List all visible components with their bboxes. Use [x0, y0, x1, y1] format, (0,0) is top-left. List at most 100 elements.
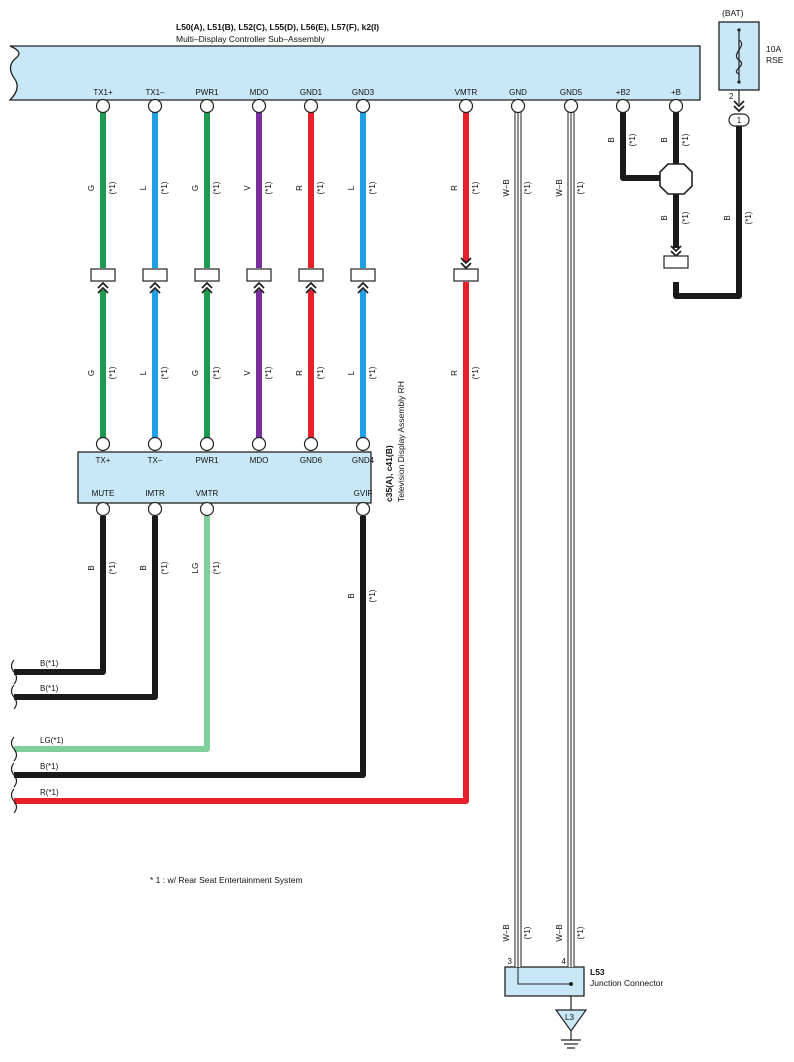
- chevron-up-icon-2: [201, 281, 213, 294]
- tv-bottom-pin-label-1: IMTR: [145, 489, 165, 498]
- wire-tag-lower-2-color: G: [191, 370, 200, 376]
- top-pin-label-3: MDO: [250, 88, 269, 97]
- wire-break-icon-4: [10, 788, 18, 814]
- tv-component-name: Television Display Assembly RH: [396, 381, 406, 502]
- wire-tag-gnd5-upper-note: (*1): [576, 181, 585, 194]
- top-pin-label-6: VMTR: [455, 88, 478, 97]
- television-display-box: [77, 451, 372, 504]
- exit-wire-label-0: B(*1): [40, 659, 59, 668]
- junction-connector-box: [504, 966, 585, 997]
- tv-bottom-pin-label-3: GVIF: [354, 489, 373, 498]
- wire-tag-gnd-lower-color: W–B: [502, 924, 511, 941]
- wire-tag-tv-out-1-color: B: [139, 565, 148, 570]
- fuse-icon: [735, 28, 743, 84]
- tv-top-pin-label-3: MDO: [250, 456, 269, 465]
- wire-tag-tv-out-0-color: B: [87, 565, 96, 570]
- wire-tag-lower-2-note: (*1): [212, 366, 221, 379]
- splice-junction-icon: [659, 163, 693, 195]
- wire-tag-tv-out-3-color: B: [347, 593, 356, 598]
- wire-tag-upper-1-color: L: [139, 185, 148, 190]
- wire-tag-upper-3-color: V: [243, 185, 252, 191]
- wire-vmtr-lower: [14, 282, 469, 804]
- wire-tv-out-3: [14, 516, 366, 778]
- tv-bottom-pin-label-2: VMTR: [196, 489, 219, 498]
- wire-tag-plus-b-lower-color: B: [660, 215, 669, 220]
- wire-tag-tv-out-1-note: (*1): [160, 561, 169, 574]
- fuse-rating: 10A: [766, 44, 781, 54]
- tv-top-pin-label-2: PWR1: [195, 456, 219, 465]
- splice-pin-number: 1: [737, 116, 742, 125]
- wire-tv-out-0: [14, 516, 106, 675]
- chevron-up-icon-4: [305, 281, 317, 294]
- footnote: * 1 : w/ Rear Seat Entertainment System: [150, 875, 303, 885]
- top-pin-label-8: GND5: [560, 88, 583, 97]
- top-component-codes: L50(A), L51(B), L52(C), L55(D), L56(E), …: [176, 22, 379, 32]
- wire-tag-gnd5-lower-note: (*1): [576, 926, 585, 939]
- wire-tag-upper-4-note: (*1): [316, 181, 325, 194]
- inline-conn-1-box: [142, 268, 168, 282]
- chevron-down-icon-fl1: [460, 257, 472, 270]
- top-component-name: Multi–Display Controller Sub–Assembly: [176, 34, 326, 44]
- wire-tag-plus-b2-note: (*1): [628, 133, 637, 146]
- junction-name: Junction Connector: [590, 978, 663, 988]
- top-pin-10-circle: [668, 98, 684, 114]
- wire-tag-lower-0-note: (*1): [108, 366, 117, 379]
- wire-tag-fuse-feed-color: B: [723, 215, 732, 220]
- inline-conn-2-box: [194, 268, 220, 282]
- top-pin-4-circle: [303, 98, 319, 114]
- tv-top-pin-5-circle: [355, 436, 371, 452]
- wire-tag-upper-0-note: (*1): [108, 181, 117, 194]
- inline-conn-3-box: [246, 268, 272, 282]
- tv-top-pin-0-circle: [95, 436, 111, 452]
- wire-tv-out-2: [14, 516, 210, 752]
- inline-conn-4-box: [298, 268, 324, 282]
- fuse-source-label: (BAT): [722, 8, 744, 18]
- top-pin-8-circle: [563, 98, 579, 114]
- tv-top-pin-2-circle: [199, 436, 215, 452]
- wire-tag-upper-0-color: G: [87, 185, 96, 191]
- wire-tag-lower-4-color: R: [295, 370, 304, 376]
- wire-tag-plus-b-lower-note: (*1): [681, 211, 690, 224]
- inline-conn-0-box: [90, 268, 116, 282]
- junction-internal-bus: [517, 967, 571, 985]
- top-pin-0-circle: [95, 98, 111, 114]
- wire-tag-vmtr-upper-note: (*1): [471, 181, 480, 194]
- top-pin-5-circle: [355, 98, 371, 114]
- wire-tv-out-1: [14, 516, 158, 700]
- inline-conn-6-box: [453, 268, 479, 282]
- top-pin-3-circle: [251, 98, 267, 114]
- splice-pin-box: [728, 113, 750, 127]
- top-pin-label-1: TX1–: [145, 88, 165, 97]
- wire-tag-lower-3-note: (*1): [264, 366, 273, 379]
- chevron-up-icon-3: [253, 281, 265, 294]
- top-pin-6-circle: [458, 98, 474, 114]
- fuse-pin-number: 2: [729, 92, 734, 101]
- junction-pin-3: 3: [508, 957, 513, 966]
- wire-tag-upper-3-note: (*1): [264, 181, 273, 194]
- wire-tag-lower-1-color: L: [139, 370, 148, 375]
- exit-wire-label-3: B(*1): [40, 762, 59, 771]
- ground-triangle-icon: [554, 1009, 588, 1033]
- wire-tag-tv-out-2-color: LG: [191, 563, 200, 574]
- top-pin-label-5: GND3: [352, 88, 375, 97]
- junction-pin-4: 4: [562, 957, 567, 966]
- wire-tag-plus-b2-color: B: [607, 137, 616, 142]
- tv-bottom-pin-1-circle: [147, 501, 163, 517]
- top-pin-label-7: GND: [509, 88, 527, 97]
- top-pin-1-circle: [147, 98, 163, 114]
- tv-top-pin-1-circle: [147, 436, 163, 452]
- top-pin-2-circle: [199, 98, 215, 114]
- tv-top-pin-label-4: GND6: [300, 456, 323, 465]
- wire-tag-lower-5-color: L: [347, 370, 356, 375]
- top-pin-label-10: +B: [671, 88, 681, 97]
- wire-tag-lower-0-color: G: [87, 370, 96, 376]
- chevron-up-icon-0: [97, 281, 109, 294]
- wire-tag-lower-4-note: (*1): [316, 366, 325, 379]
- chevron-up-icon-1: [149, 281, 161, 294]
- multi-display-controller-box: [8, 45, 701, 101]
- inline-conn-5-box: [350, 268, 376, 282]
- tv-top-pin-label-5: GND4: [352, 456, 375, 465]
- wire-tag-upper-5-color: L: [347, 185, 356, 190]
- wire-tag-gnd-upper-color: W–B: [502, 179, 511, 196]
- wire-break-icon-2: [10, 736, 18, 762]
